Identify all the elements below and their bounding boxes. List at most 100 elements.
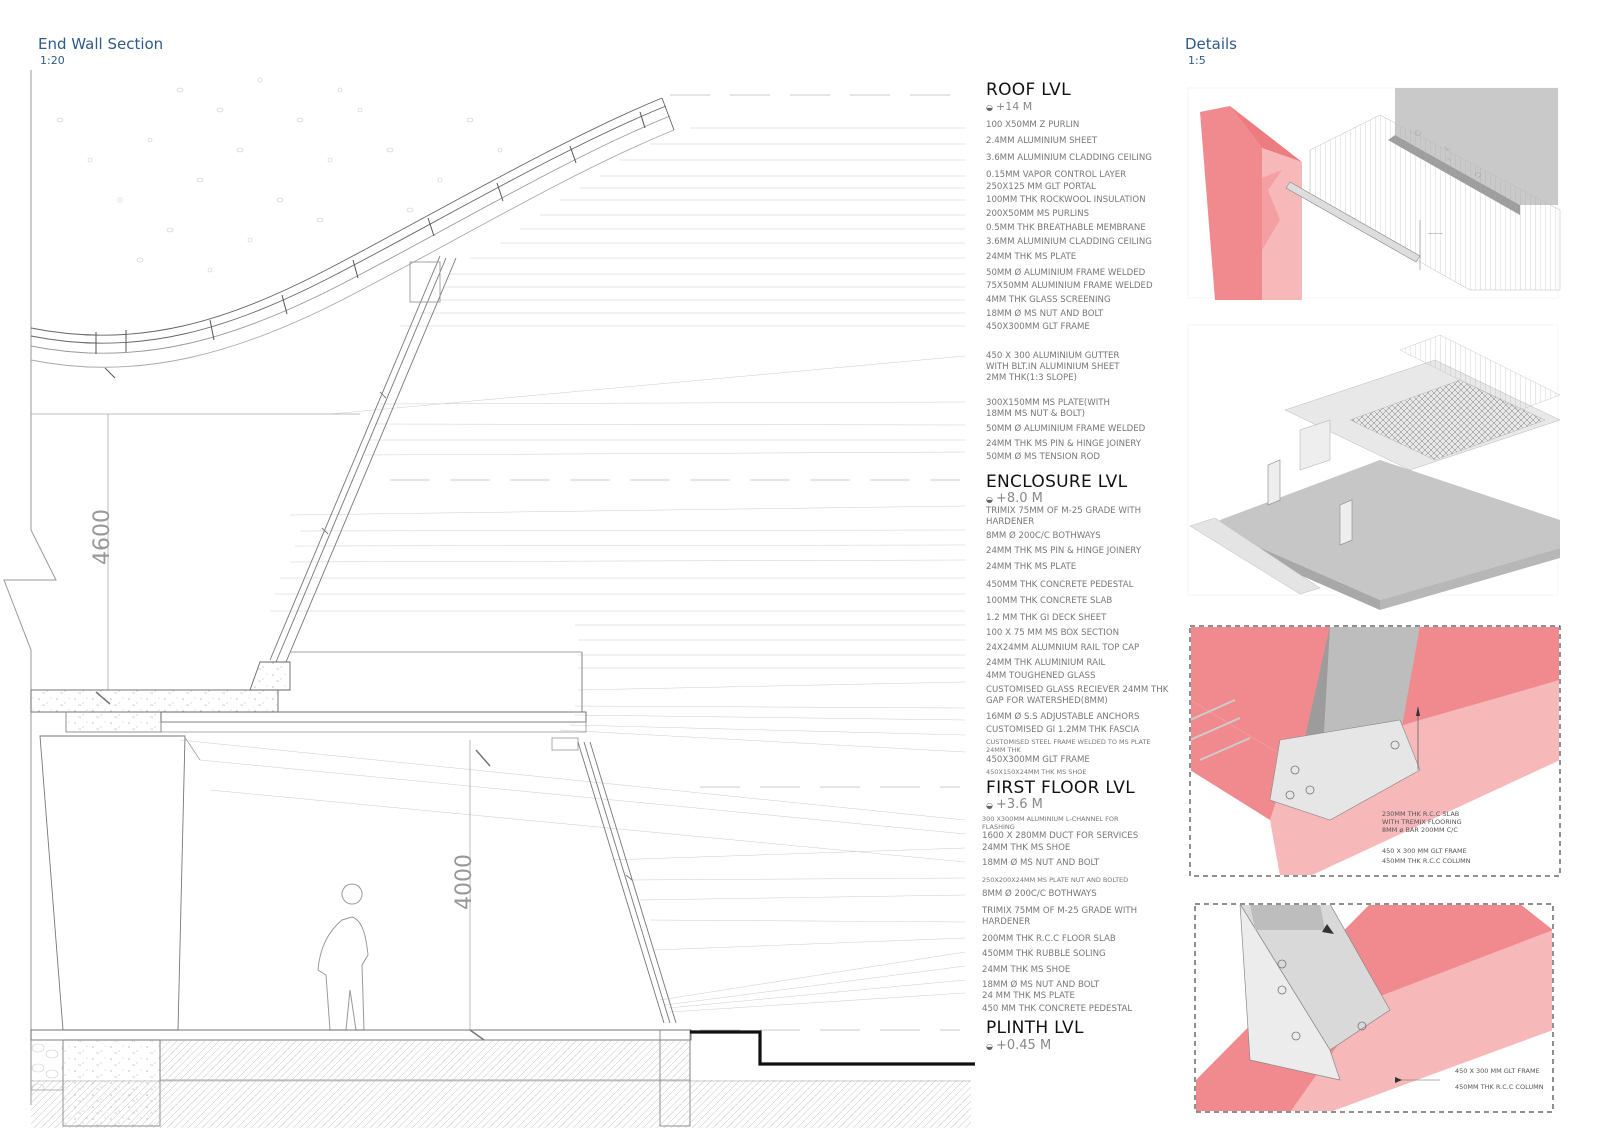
note: 200MM THK R.C.C FLOOR SLAB — [982, 934, 1116, 944]
note: 100MM THK CONCRETE SLAB — [986, 596, 1113, 606]
note: HARDENER — [986, 517, 1035, 527]
note: 4MM THK GLASS SCREENING — [986, 295, 1111, 305]
note: 50MM Ø ALUMINIUM FRAME WELDED — [986, 424, 1146, 434]
note: 100MM THK ROCKWOOL INSULATION — [986, 195, 1146, 205]
note: 450X150X24MM THK MS SHOE — [986, 768, 1087, 776]
note: 100 X 75 MM MS BOX SECTION — [986, 628, 1120, 638]
note: HARDENER — [982, 917, 1031, 927]
note: CUSTOMISED GLASS RECIEVER 24MM THK — [986, 685, 1169, 695]
curved-roof — [30, 97, 675, 368]
level-plinth: PLINTH LVL — [986, 1018, 1084, 1038]
tree-foliage — [56, 77, 503, 273]
detail-4-callout: 450MM THK R.C.C COLUMN — [1455, 1083, 1544, 1091]
note: TRIMIX 75MM OF M-25 GRADE WITH — [986, 506, 1142, 516]
elevation-marker-icon: ◒ — [986, 801, 993, 810]
detail-4-callout: 450 X 300 MM GLT FRAME — [1455, 1067, 1540, 1075]
note: 1600 X 280MM DUCT FOR SERVICES — [982, 831, 1139, 841]
note: 18MM MS NUT & BOLT) — [986, 409, 1085, 419]
level-roof: ROOF LVL — [986, 80, 1071, 100]
note: 24MM THK MS PLATE — [986, 252, 1077, 262]
detail-4-column-base — [1194, 903, 1554, 1113]
elevation-first-floor: ◒+3.6 M — [986, 797, 1043, 812]
note: 8MM Ø 200C/C BOTHWAYS — [986, 531, 1101, 541]
note: 24MM THK MS PLATE — [986, 562, 1077, 572]
plinth-slab — [30, 1029, 975, 1128]
details-scale: 1:5 — [1188, 54, 1206, 67]
details-title: Details — [1185, 35, 1238, 53]
note: 2MM THK(1:3 SLOPE) — [986, 373, 1077, 383]
elevation-plinth: ◒+0.45 M — [986, 1038, 1052, 1053]
note: 450X300MM GLT FRAME — [986, 322, 1090, 332]
elevation-marker-icon: ◒ — [986, 495, 993, 504]
note: 50MM Ø ALUMINIUM FRAME WELDED — [986, 268, 1146, 278]
note: 50MM Ø MS TENSION ROD — [986, 452, 1100, 462]
detail-3-callout: 8MM ø BAR 200MM C/C — [1382, 826, 1458, 834]
note: 18MM Ø MS NUT AND BOLT — [986, 309, 1104, 319]
note: 16MM Ø S.S ADJUSTABLE ANCHORS — [986, 712, 1140, 722]
note: 24MM THK — [986, 746, 1021, 754]
level-lines — [390, 94, 960, 1031]
level-first-floor: FIRST FLOOR LVL — [986, 778, 1136, 798]
note: GAP FOR WATERSHED(8MM) — [986, 696, 1108, 706]
ground-floor-glazing — [577, 741, 677, 1024]
dimension-lines — [107, 414, 471, 1030]
elevation-roof: ◒+14 M — [986, 100, 1033, 113]
note: WITH BLT.IN ALUMINIUM SHEET — [986, 362, 1120, 372]
note: 100 X50MM Z PURLIN — [986, 120, 1080, 130]
section-scale: 1:20 — [40, 54, 65, 67]
leader-lines — [179, 127, 966, 1013]
note: 24MM THK MS SHOE — [982, 965, 1071, 975]
detail-1-roof-junction: ——— — [1187, 87, 1561, 300]
note: 300X150MM MS PLATE(WITH — [986, 398, 1111, 408]
level-enclosure: ENCLOSURE LVL — [986, 472, 1128, 492]
note: 3.6MM ALUMINIUM CLADDING CEILING — [986, 153, 1152, 163]
note: 18MM Ø MS NUT AND BOLT — [982, 980, 1100, 990]
elevation-marker-icon: ◒ — [986, 1042, 993, 1051]
note: 4MM TOUGHENED GLASS — [986, 671, 1096, 681]
note: 450MM THK CONCRETE PEDESTAL — [986, 580, 1134, 590]
note: 24MM THK MS PIN & HINGE JOINERY — [986, 546, 1142, 556]
roof-purlins — [95, 111, 646, 379]
note: 450 X 300 ALUMINIUM GUTTER — [986, 351, 1120, 361]
note: 200X50MM MS PURLINS — [986, 209, 1090, 219]
note: 300 X300MM ALUMINIUM L-CHANNEL FOR — [982, 815, 1119, 823]
note: 0.5MM THK BREATHABLE MEMBRANE — [986, 223, 1146, 233]
note: 75X50MM ALUMINIUM FRAME WELDED — [986, 281, 1153, 291]
note: 250X200X24MM MS PLATE NUT AND BOLTED — [982, 876, 1129, 884]
note: 0.15MM VAPOR CONTROL LAYER — [986, 170, 1127, 180]
note: 24MM THK ALUMINIUM RAIL — [986, 658, 1106, 668]
section-title: End Wall Section — [38, 35, 164, 53]
note: 450 MM THK CONCRETE PEDESTAL — [982, 1004, 1133, 1014]
detail-2-floor-build-up — [1187, 324, 1561, 964]
note: 1.2 MM THK GI DECK SHEET — [986, 613, 1107, 623]
section-ticks — [95, 691, 491, 1041]
note: 2.4MM ALUMINIUM SHEET — [986, 136, 1098, 146]
detail-3-callout: 450 X 300 MM GLT FRAME — [1382, 847, 1467, 855]
note: 18MM Ø MS NUT AND BOLT — [982, 858, 1100, 868]
note: 250X125 MM GLT PORTAL — [986, 182, 1096, 192]
note: TRIMIX 75MM OF M-25 GRADE WITH — [982, 906, 1138, 916]
note: 8MM Ø 200C/C BOTHWAYS — [982, 889, 1097, 899]
detail-3-column-slab-junction — [1189, 625, 1561, 877]
note: CUSTOMISED STEEL FRAME WELDED TO MS PLAT… — [986, 738, 1151, 746]
elevation-marker-icon: ◒ — [986, 103, 993, 112]
note: 24MM THK MS SHOE — [982, 843, 1071, 853]
detail-3-callout: 230MM THK R.C.C SLAB — [1382, 810, 1460, 818]
note: 450X300MM GLT FRAME — [986, 755, 1090, 765]
note: CUSTOMISED GI 1.2MM THK FASCIA — [986, 725, 1140, 735]
detail-3-callout: WITH TREMIX FLOORING — [1382, 818, 1462, 826]
human-figure — [317, 883, 369, 1031]
note: 24 MM THK MS PLATE — [982, 991, 1075, 1001]
note: 24MM THK MS PIN & HINGE JOINERY — [986, 439, 1142, 449]
note: 3.6MM ALUMINIUM CLADDING CEILING — [986, 237, 1152, 247]
elevation-enclosure: ◒+8.0 M — [986, 491, 1043, 506]
enclosure-slab — [30, 651, 587, 751]
svg-text:———: ——— — [1428, 231, 1443, 237]
note: 450MM THK RUBBLE SOLING — [982, 949, 1106, 959]
detail-3-callout: 450MM THK R.C.C COLUMN — [1382, 857, 1471, 865]
note: FLASHING — [982, 823, 1015, 831]
inclined-glazing-frame — [269, 255, 457, 663]
note: 24X24MM ALUMNIUM RAIL TOP CAP — [986, 643, 1140, 653]
